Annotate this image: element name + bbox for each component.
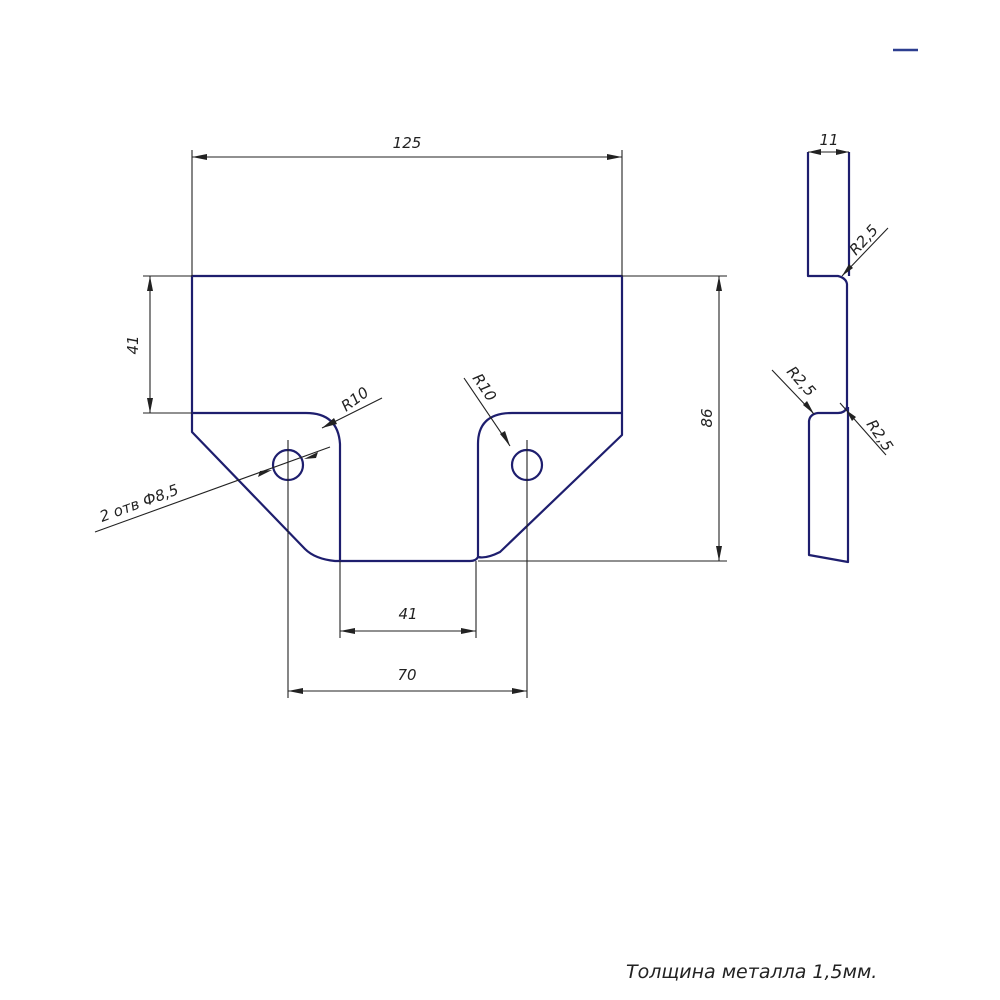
dimension-hole-spacing: 70 [287,440,528,698]
dim-70-label: 70 [397,666,416,684]
dimension-side-thickness: 11 [808,131,849,155]
dim-41-horizontal-label: 41 [398,605,417,623]
holes-label: 2 отв Ф8,5 [97,481,181,526]
radius-left-label: R10 [338,383,372,415]
side-radius-left-label: R2,5 [783,363,819,401]
radius-right-leader: R10 [463,370,511,447]
dimension-width-overall: 125 [191,134,623,276]
dimension-slot-width: 41 [339,561,477,638]
metal-thickness-note: Толщина металла 1,5мм. [626,961,877,983]
front-view-lower-contour [190,413,624,563]
side-view-upper [806,152,849,407]
holes-leader: 2 отв Ф8,5 [94,446,331,533]
side-view-lower [807,406,850,564]
side-radius-right-label: R2,5 [863,416,897,454]
dim-125-label: 125 [393,134,422,152]
radius-left-leader: R10 [321,383,383,429]
side-radius-left-leader: R2,5 [771,363,819,415]
dim-86-label: 86 [698,408,716,427]
dimension-height-overall: 86 [478,275,727,562]
dimension-height-top: 41 [124,275,192,414]
front-view-outline [190,274,624,563]
dim-41-vertical-label: 41 [124,335,142,354]
dim-11-label: 11 [819,131,838,149]
radius-right-label: R10 [469,370,500,405]
